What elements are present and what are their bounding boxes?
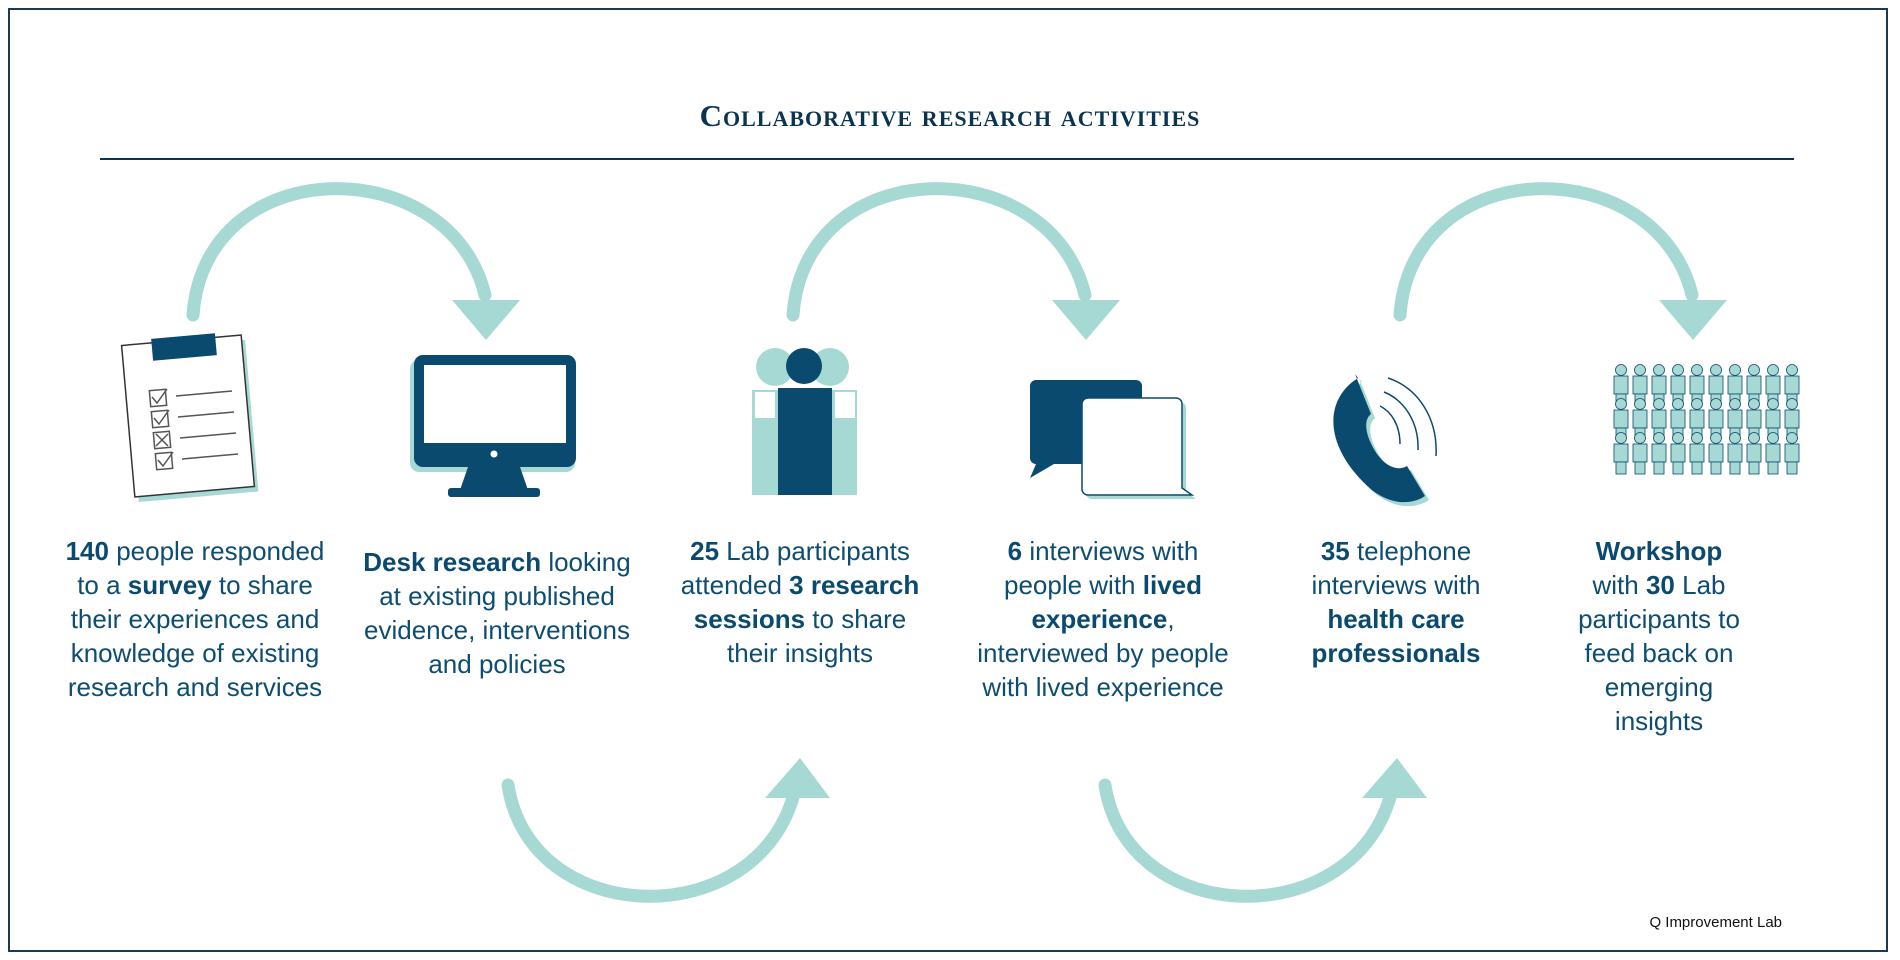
activity-text-part: Lab participants attended <box>680 536 910 600</box>
arrowhead-bottom-2 <box>1362 758 1427 798</box>
clipboard-icon <box>120 333 259 502</box>
telephone-icon <box>1333 374 1437 507</box>
speech-bubbles-icon <box>1030 380 1196 499</box>
activity-text-part: health care professionals <box>1311 604 1481 668</box>
flow-arrow-top-1 <box>186 182 492 322</box>
activity-text-part: survey <box>127 570 212 600</box>
flow-arrow-top-2 <box>786 182 1092 322</box>
crowd-icon <box>1613 364 1800 475</box>
arrowhead-top-3 <box>1659 300 1727 340</box>
activity-text-part: people responded to a <box>77 536 325 600</box>
activity-text-part: to share their insights <box>727 604 907 668</box>
activity-text-part: Desk research <box>363 547 542 577</box>
activity-workshop: Workshop with 30 Lab participants to fee… <box>1574 534 1744 738</box>
activity-text-part: 3 research sessions <box>693 570 920 634</box>
flow-arrow-bottom-1 <box>501 778 802 903</box>
flow-arrow-top-3 <box>1393 182 1699 322</box>
activity-research-sessions: 25 Lab participants attended 3 research … <box>665 534 935 670</box>
title-divider <box>100 158 1794 160</box>
activity-text-part: to share their experiences and knowledge… <box>67 570 323 702</box>
activity-lived-experience-interviews: 6 interviews with people with lived expe… <box>968 534 1238 704</box>
activity-text-part: looking at existing published evidence, … <box>364 547 631 679</box>
activity-survey: 140 people responded to a survey to shar… <box>60 534 330 704</box>
activity-text-part: 6 <box>1007 536 1023 566</box>
flow-arrow-bottom-2 <box>1098 778 1399 903</box>
activity-telephone-interviews: 35 telephone interviews with health care… <box>1271 534 1521 670</box>
activity-text-part: , interviewed by people with lived exper… <box>977 604 1229 702</box>
figure-frame <box>8 8 1888 952</box>
computer-monitor-icon <box>410 355 576 497</box>
activity-desk-research: Desk research looking at existing publis… <box>362 545 632 681</box>
activity-text-part: 30 <box>1645 570 1675 600</box>
activity-text-part: Workshop <box>1595 536 1723 566</box>
activity-text-part: interviews with people with <box>1003 536 1199 600</box>
credit-label: Q Improvement Lab <box>1649 914 1782 931</box>
activity-text-part: lived experience <box>1031 570 1202 634</box>
arrowhead-top-2 <box>1052 300 1120 340</box>
arrowhead-bottom-1 <box>765 758 830 798</box>
page-title: Collaborative research activities <box>699 98 1201 133</box>
activity-text-part: telephone interviews with <box>1311 536 1481 600</box>
arrowhead-top-1 <box>452 300 520 340</box>
activity-text-part: 140 <box>65 536 109 566</box>
activity-text-part: 35 <box>1320 536 1350 566</box>
activity-text-part: with <box>1592 570 1646 600</box>
activity-text-part: Lab participants to feed back on emergin… <box>1578 570 1740 736</box>
activity-text-part: 25 <box>690 536 720 566</box>
people-group-icon <box>752 348 857 495</box>
